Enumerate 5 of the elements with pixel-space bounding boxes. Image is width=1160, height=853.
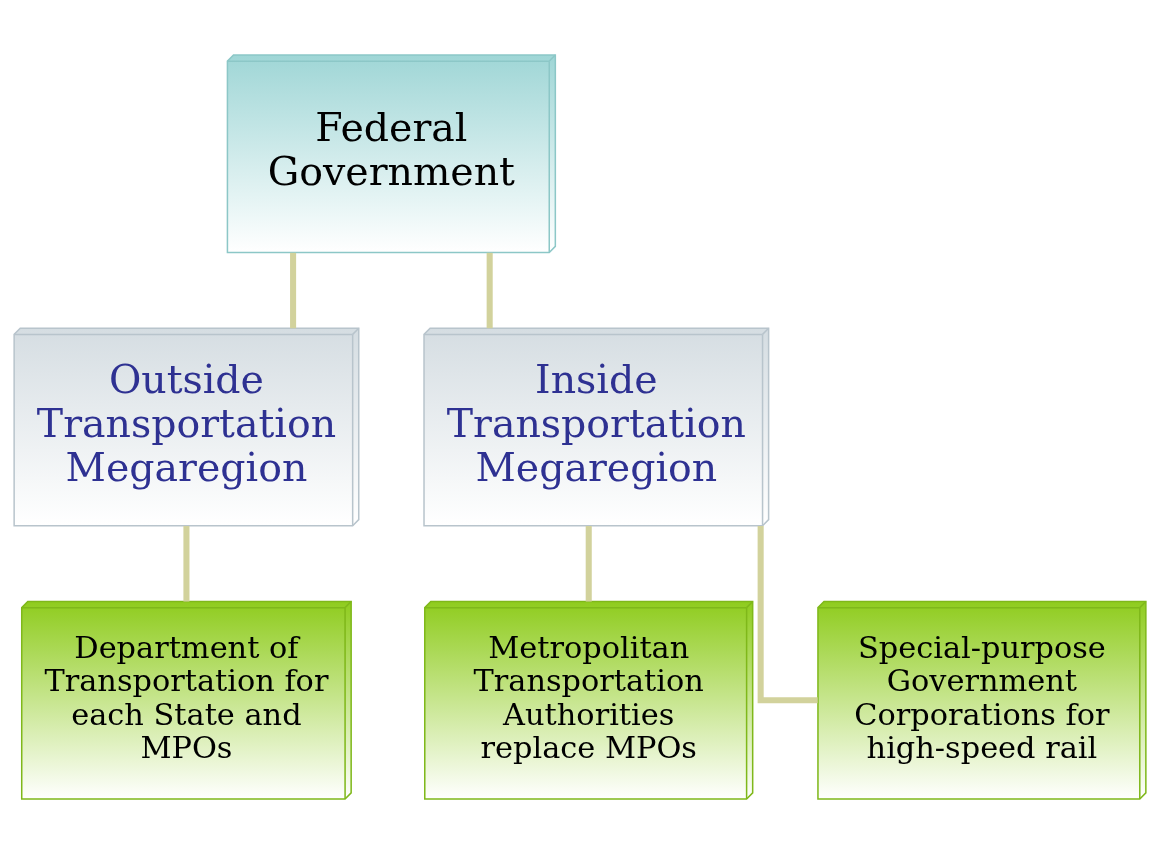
connector (585, 525, 592, 602)
connector (183, 525, 190, 602)
connector (290, 252, 297, 328)
connector (486, 252, 493, 328)
connector (757, 525, 818, 703)
